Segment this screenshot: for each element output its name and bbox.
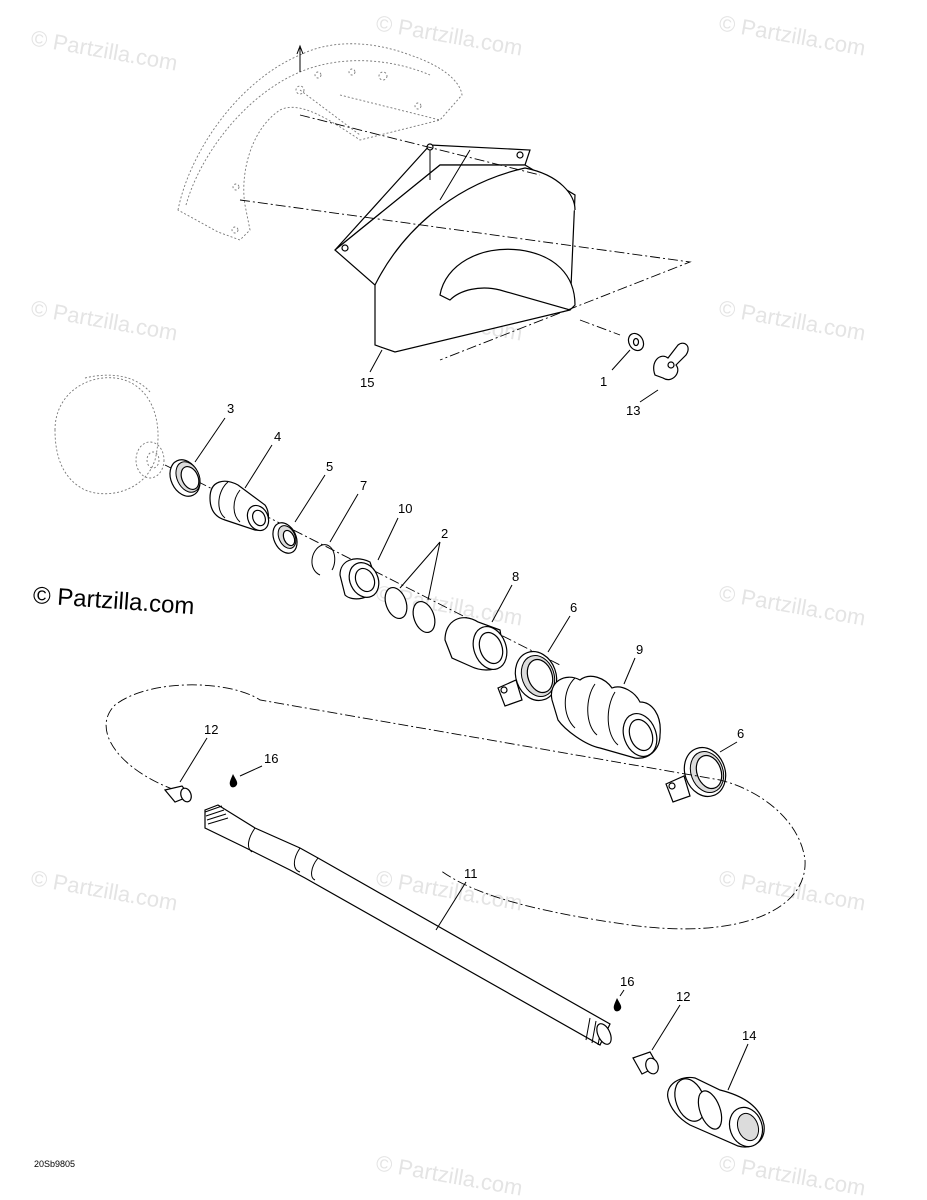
part-15-cover [334, 143, 576, 353]
part-6-clamp-upper [497, 650, 558, 707]
watermark: © Partzilla.com [717, 10, 867, 60]
part-5-clamp [272, 522, 298, 554]
part-3-clamp [169, 459, 201, 497]
part-4-boot [209, 480, 270, 532]
callout-15: 15 [360, 375, 374, 390]
figure-code: 20Sb9805 [34, 1159, 76, 1169]
part-14-housing [667, 1076, 765, 1148]
part-8-seal-carrier [444, 617, 508, 671]
watermark: © Partzilla.com [29, 865, 179, 915]
callout-1: 1 [600, 374, 607, 389]
watermark: © Partzilla.com [29, 25, 179, 75]
watermark: © Partzilla.com [29, 295, 179, 345]
watermark: © Partzilla.com [717, 580, 867, 630]
callout-3: 3 [227, 401, 234, 416]
assembly-loop [105, 684, 806, 930]
watermark: © Partzilla.com [717, 1150, 867, 1200]
callout-11: 11 [464, 866, 478, 881]
callouts: 15 1 13 3 4 5 7 10 2 8 6 9 6 12 16 11 16… [204, 374, 756, 1043]
assembly-lines-top [239, 114, 692, 361]
callout-16: 16 [620, 974, 634, 989]
callout-16: 16 [264, 751, 278, 766]
callout-13: 13 [626, 403, 640, 418]
jet-housing-outline [177, 43, 463, 241]
part-7-snap-ring [311, 544, 336, 576]
callout-2: 2 [441, 526, 448, 541]
callout-12: 12 [204, 722, 218, 737]
callout-12: 12 [676, 989, 690, 1004]
part-13-wing-nut [653, 342, 689, 381]
callout-14: 14 [742, 1028, 756, 1043]
watermark: © Partzilla.com [374, 1150, 524, 1200]
part-1-washer [627, 332, 645, 352]
watermark: © Partzilla.com [717, 295, 867, 345]
drive-hub-outline [54, 374, 165, 495]
part-12-sleeve-lower [632, 1051, 659, 1075]
callout-5: 5 [326, 459, 333, 474]
callout-6: 6 [570, 600, 577, 615]
part-16-lubricant-lower [613, 998, 622, 1012]
part-9-bellows [550, 675, 661, 759]
part-2-o-rings [384, 586, 436, 634]
leader-lines [179, 349, 749, 1091]
callout-8: 8 [512, 569, 519, 584]
callout-9: 9 [636, 642, 643, 657]
callout-10: 10 [398, 501, 412, 516]
watermark: © Partzilla.com [374, 10, 524, 60]
watermark: © Partzilla.com [717, 865, 867, 915]
part-10-bushing [339, 558, 380, 600]
callout-4: 4 [274, 429, 281, 444]
callout-7: 7 [360, 478, 367, 493]
part-12-sleeve-upper [163, 785, 192, 803]
callout-6: 6 [737, 726, 744, 741]
part-11-drive-shaft [204, 804, 612, 1046]
part-16-lubricant-upper [229, 774, 238, 788]
part-6-clamp-lower [665, 746, 727, 803]
